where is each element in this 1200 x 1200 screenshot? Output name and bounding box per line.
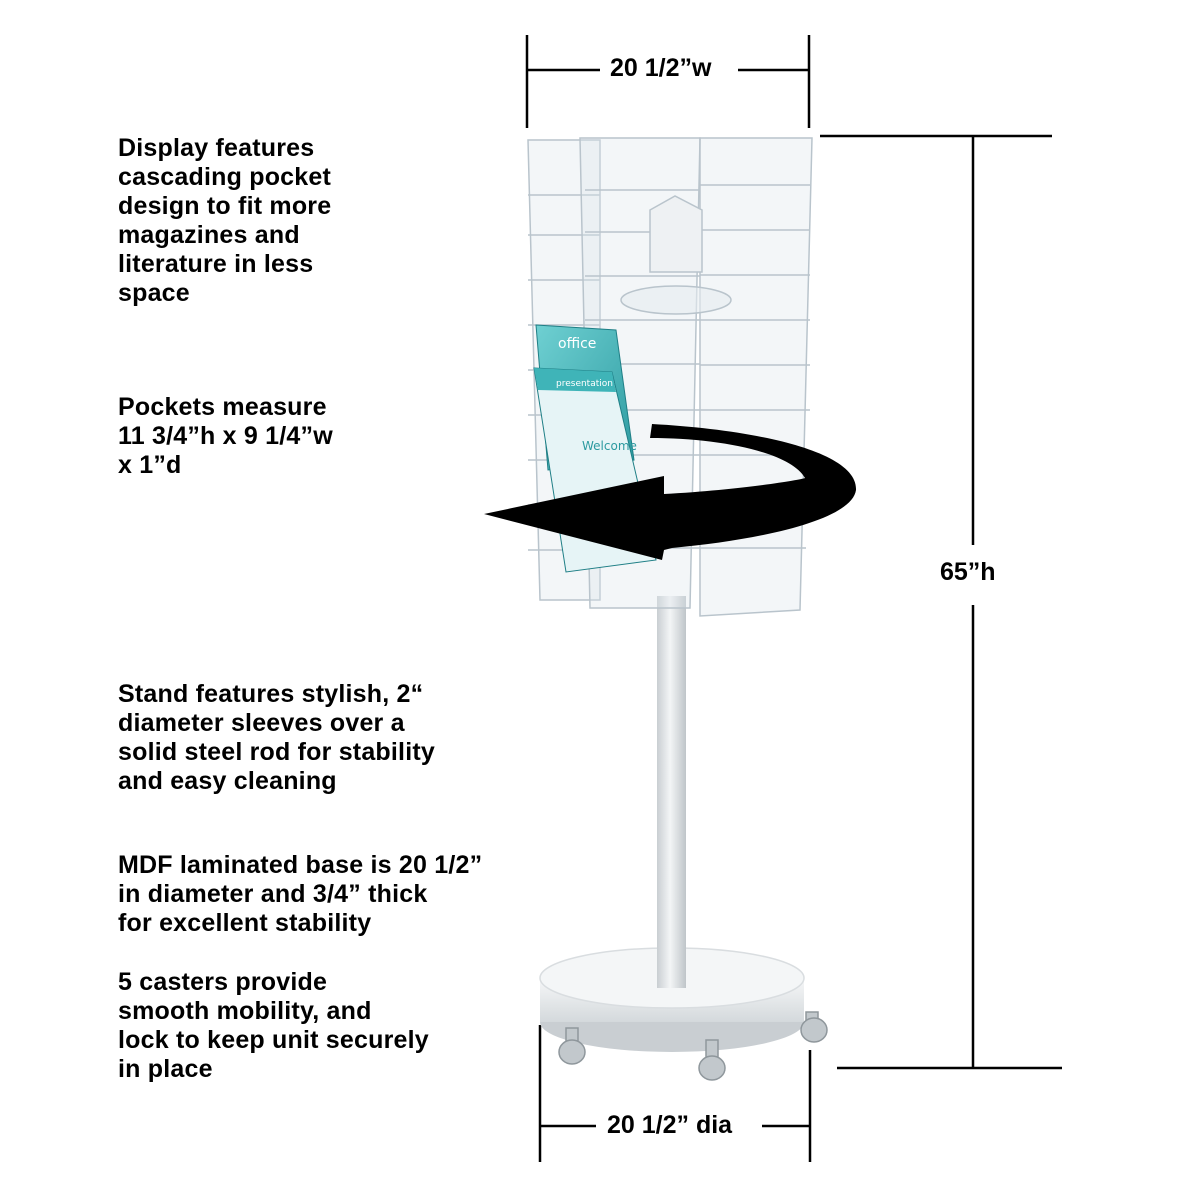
height-dimension <box>820 134 1062 1070</box>
feature-pocket-measurements: Pockets measure 11 3/4”h x 9 1/4”w x 1”d <box>118 393 333 479</box>
feature-display-description: Display features cascading pocket design… <box>118 134 332 307</box>
svg-text:office: office <box>558 336 596 352</box>
width-label: 20 1/2”w <box>604 53 718 83</box>
base-diameter-dimension <box>538 1025 812 1162</box>
rotation-arrow-icon <box>484 424 857 560</box>
width-dimension <box>525 35 811 128</box>
feature-base-description: MDF laminated base is 20 1/2” in diamete… <box>118 851 483 937</box>
caster-icon <box>558 1011 828 1081</box>
stand-pole <box>657 596 686 988</box>
feature-casters-description: 5 casters provide smooth mobility, and l… <box>118 968 429 1083</box>
base-diameter-label: 20 1/2” dia <box>601 1110 739 1140</box>
svg-text:presentation: presentation <box>556 379 613 389</box>
svg-text:Welcome: Welcome <box>582 439 637 453</box>
base <box>539 947 805 1052</box>
feature-stand-description: Stand features stylish, 2“ diameter slee… <box>118 680 435 795</box>
height-label: 65”h <box>934 557 1002 587</box>
